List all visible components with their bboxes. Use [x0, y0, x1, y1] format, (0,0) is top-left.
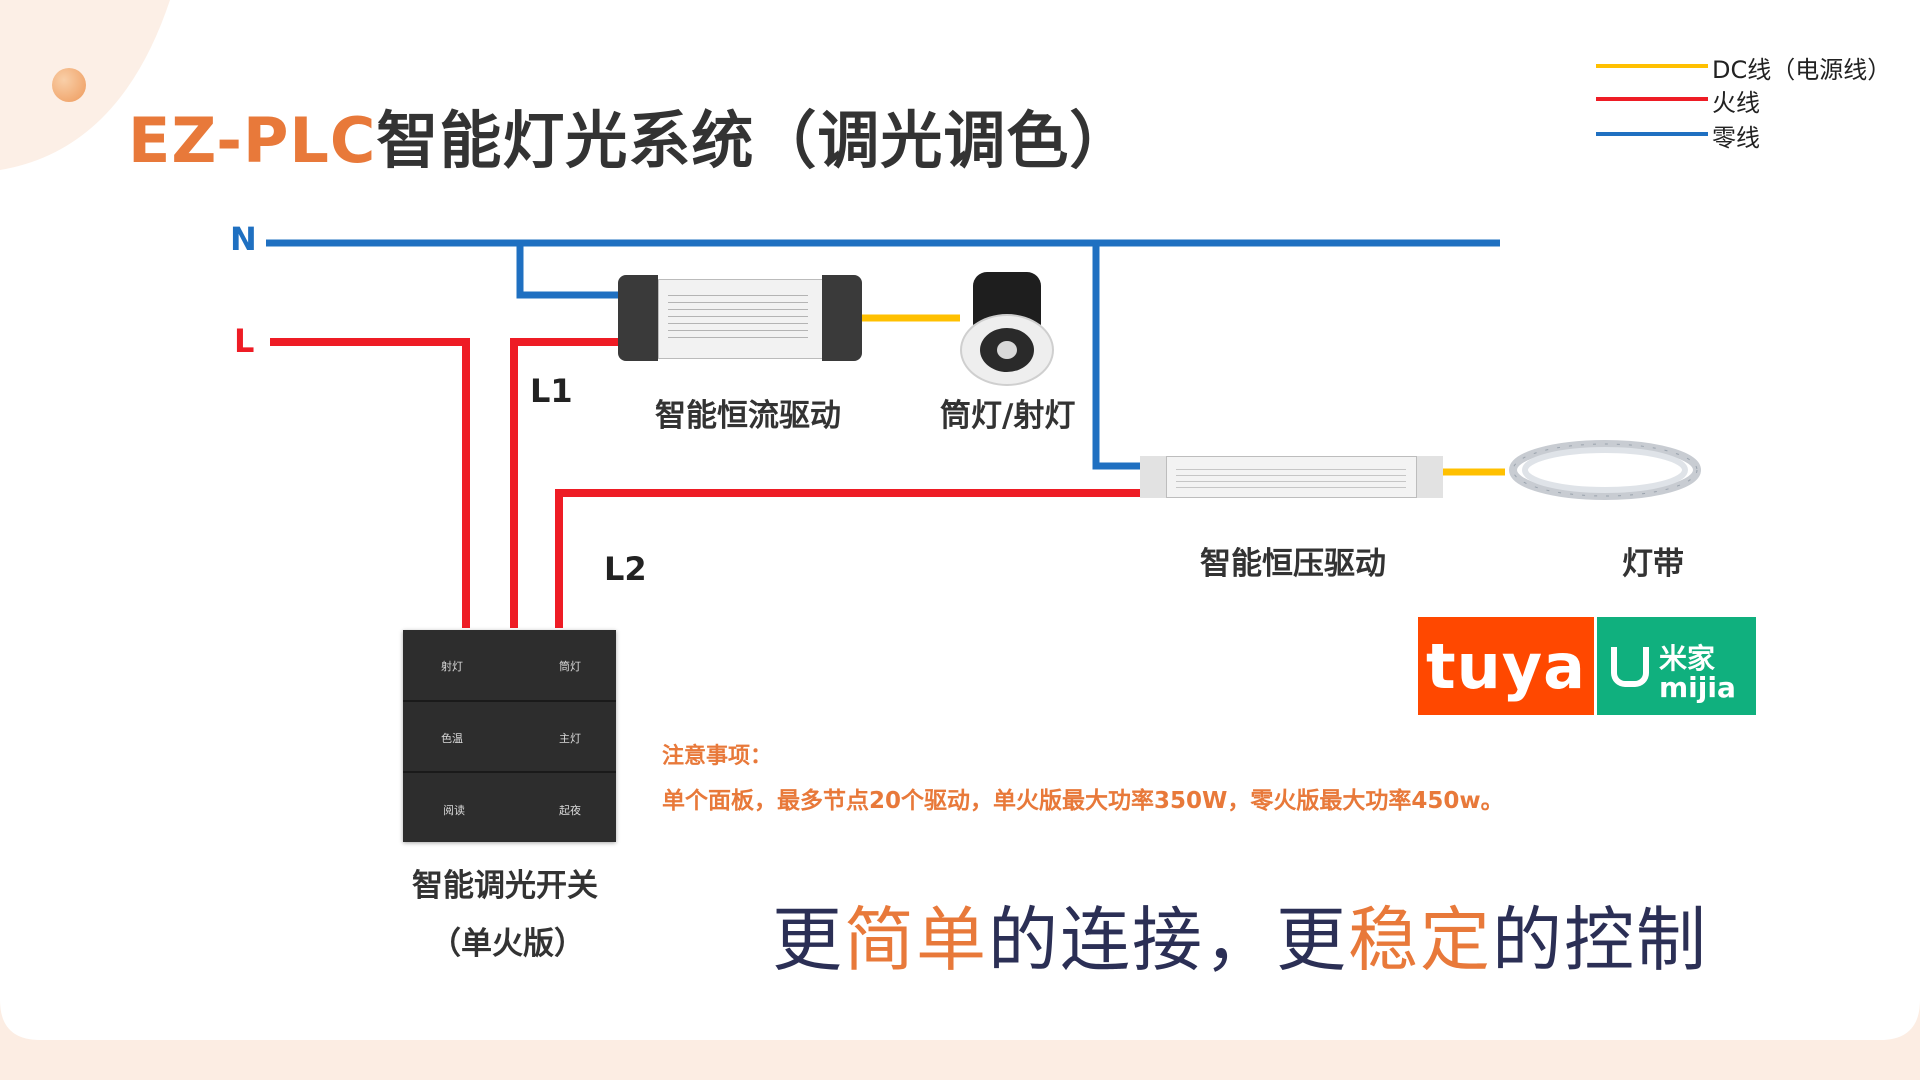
- mijia-icon: [1611, 647, 1649, 687]
- smart-dimming-switch[interactable]: 射灯 筒灯 色温 主灯 阅读 起夜: [403, 630, 616, 842]
- switch-divider-2: [403, 771, 616, 773]
- legend-neutral-line: [1596, 132, 1708, 136]
- notes-title: 注意事项：: [662, 744, 773, 769]
- legend-dc-label: DC线（电源线）: [1712, 56, 1892, 84]
- live-wire-l2: [555, 489, 1146, 628]
- tuya-logo-text: tuya: [1425, 629, 1587, 703]
- driver-cap-left: [618, 275, 658, 361]
- driver-label-lines: [668, 289, 808, 343]
- label-l2: L2: [604, 550, 647, 588]
- legend: DC线（电源线） 火线 零线: [1596, 50, 1920, 160]
- switch-key-reading[interactable]: 阅读: [443, 804, 465, 817]
- label-cc-driver: 智能恒流驱动: [655, 398, 841, 434]
- cv-driver-label-lines: [1176, 464, 1406, 490]
- mijia-en-text: mijia: [1659, 671, 1736, 704]
- constant-voltage-driver: [1140, 456, 1443, 498]
- slogan-part-3: 的控制: [1492, 899, 1708, 981]
- switch-key-night[interactable]: 起夜: [559, 804, 581, 817]
- label-cv-driver: 智能恒压驱动: [1200, 546, 1386, 582]
- downlight: [960, 272, 1054, 386]
- legend-neutral-label: 零线: [1712, 124, 1760, 152]
- constant-current-driver: [618, 275, 862, 361]
- label-l1: L1: [530, 372, 573, 410]
- switch-key-spotlight[interactable]: 射灯: [441, 660, 463, 673]
- switch-key-color-temp[interactable]: 色温: [441, 732, 463, 745]
- slogan-part-1: 更: [772, 899, 844, 981]
- notes-body: 单个面板，最多节点20个驱动，单火版最大功率350W，零火版最大功率450w。: [662, 788, 1504, 814]
- switch-divider-1: [403, 700, 616, 702]
- neutral-wire-cv-driver: [1092, 243, 1146, 470]
- live-wire-switch-in: [270, 338, 470, 628]
- neutral-wire-cc-driver: [516, 243, 620, 299]
- live-wire-l1: [510, 338, 620, 628]
- label-downlight: 筒灯/射灯: [940, 398, 1076, 434]
- legend-live-line: [1596, 97, 1708, 101]
- led-strip: [1509, 440, 1701, 500]
- slogan-highlight-2: 稳定: [1348, 899, 1492, 981]
- driver-cap-right: [822, 275, 862, 361]
- cv-driver-cap-right: [1416, 456, 1443, 498]
- label-switch-version: （单火版）: [430, 926, 585, 962]
- legend-dc-line: [1596, 64, 1708, 68]
- label-strip: 灯带: [1622, 546, 1684, 582]
- mijia-cn-text: 米家: [1659, 642, 1716, 675]
- title-text: 智能灯光系统（调光调色）: [376, 104, 1133, 177]
- title-brand: EZ-PLC: [128, 104, 377, 177]
- label-n: N: [230, 220, 257, 258]
- page-title: EZ-PLC智能灯光系统（调光调色）: [128, 90, 1132, 180]
- slogan-highlight-1: 简单: [844, 899, 988, 981]
- cv-driver-cap-left: [1140, 456, 1167, 498]
- mijia-logo: 米家 mijia: [1597, 617, 1756, 715]
- legend-live-label: 火线: [1712, 89, 1760, 117]
- slogan-part-2: 的连接，更: [988, 899, 1348, 981]
- label-l: L: [234, 322, 255, 360]
- tuya-logo: tuya: [1418, 617, 1594, 715]
- downlight-led: [997, 341, 1017, 359]
- decor-dot: [52, 68, 86, 102]
- label-switch: 智能调光开关: [412, 868, 598, 904]
- switch-key-downlight[interactable]: 筒灯: [559, 660, 581, 673]
- slogan: 更简单的连接，更稳定的控制: [772, 884, 1708, 985]
- switch-key-main-light[interactable]: 主灯: [559, 732, 581, 745]
